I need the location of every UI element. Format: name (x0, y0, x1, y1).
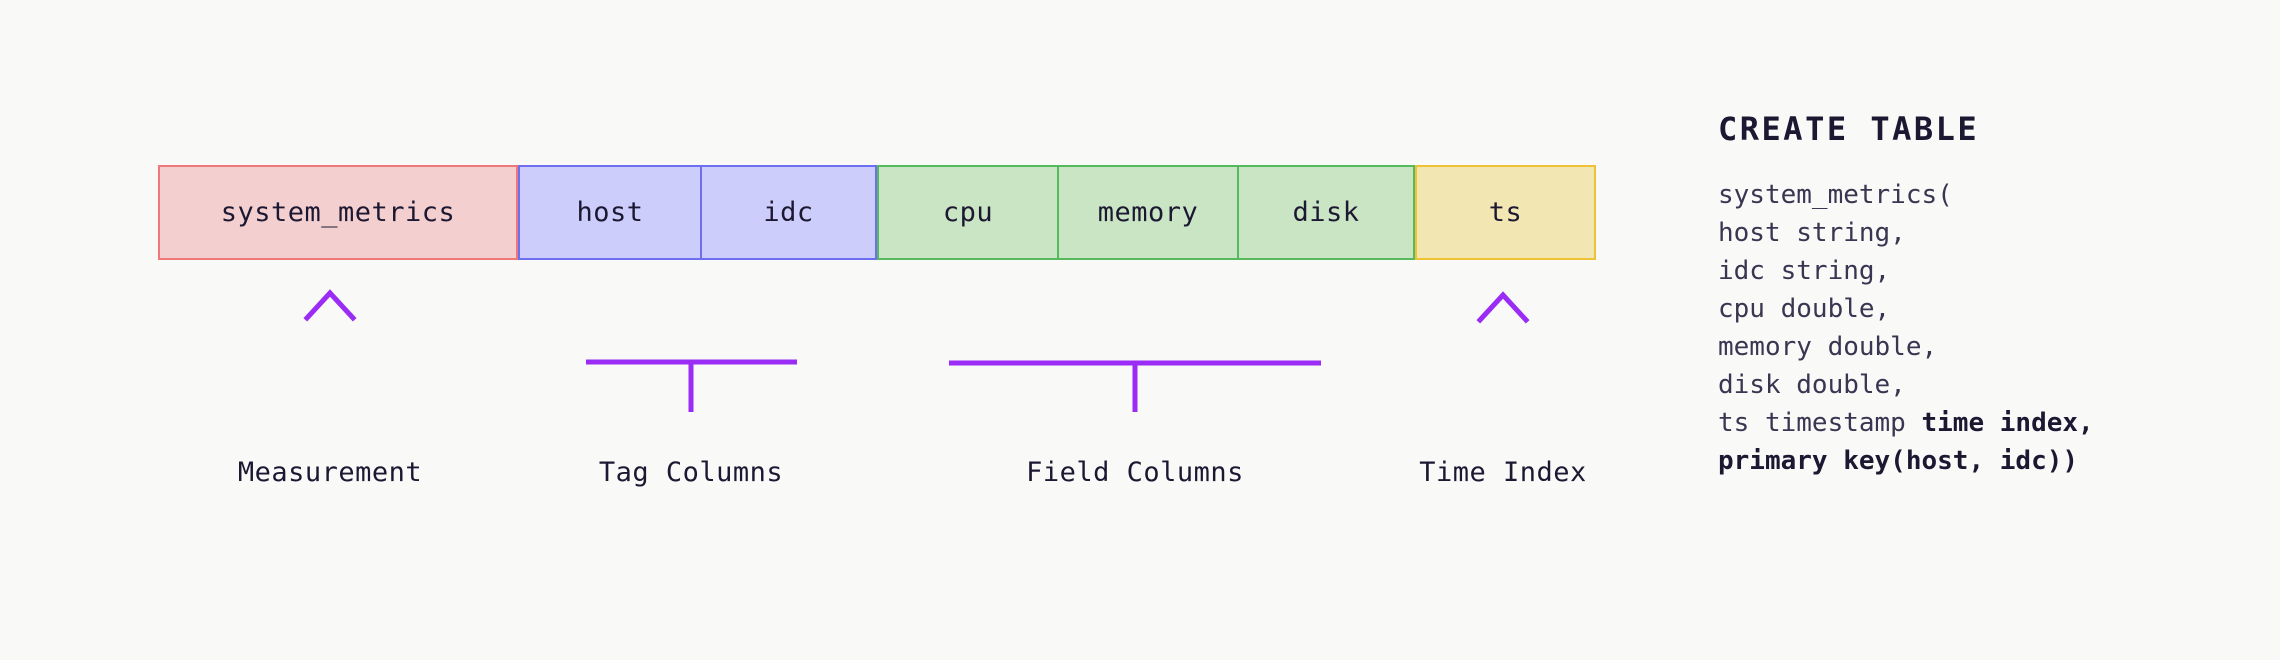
schema-cell-idc[interactable]: idc (700, 167, 875, 258)
schema-strip: system_metrics host idc cpu memory disk … (158, 165, 1596, 260)
measurement-arrow-icon (303, 289, 357, 410)
create-table-block: CREATE TABLE system_metrics( host string… (1718, 110, 2094, 480)
schema-group-fields: cpu memory disk (877, 165, 1415, 260)
annotation-label-tag-columns: Tag Columns (598, 457, 784, 488)
annotation-label-time-index: Time Index (1419, 457, 1587, 488)
create-table-statement[interactable]: system_metrics( host string, idc string,… (1718, 180, 2094, 476)
schema-cell-cpu[interactable]: cpu (942, 197, 994, 228)
field-columns-bracket-icon (948, 300, 1322, 412)
schema-group-time-index: ts (1415, 165, 1596, 260)
schema-cell-disk[interactable]: disk (1237, 167, 1413, 258)
schema-cell-memory[interactable]: memory (1057, 167, 1237, 258)
schema-cell-ts[interactable]: ts (1488, 197, 1523, 228)
annotation-label-field-columns: Field Columns (1026, 457, 1244, 488)
time-index-arrow-icon (1476, 291, 1530, 412)
schema-group-measurement: system_metrics (158, 165, 518, 260)
annotation-label-measurement: Measurement (237, 457, 423, 488)
schema-group-tags: host idc (518, 165, 877, 260)
create-table-heading: CREATE TABLE (1718, 110, 1980, 148)
tag-columns-bracket-icon (585, 300, 798, 412)
schema-cell-host[interactable]: host (576, 197, 644, 228)
schema-cell-system-metrics[interactable]: system_metrics (220, 197, 456, 228)
